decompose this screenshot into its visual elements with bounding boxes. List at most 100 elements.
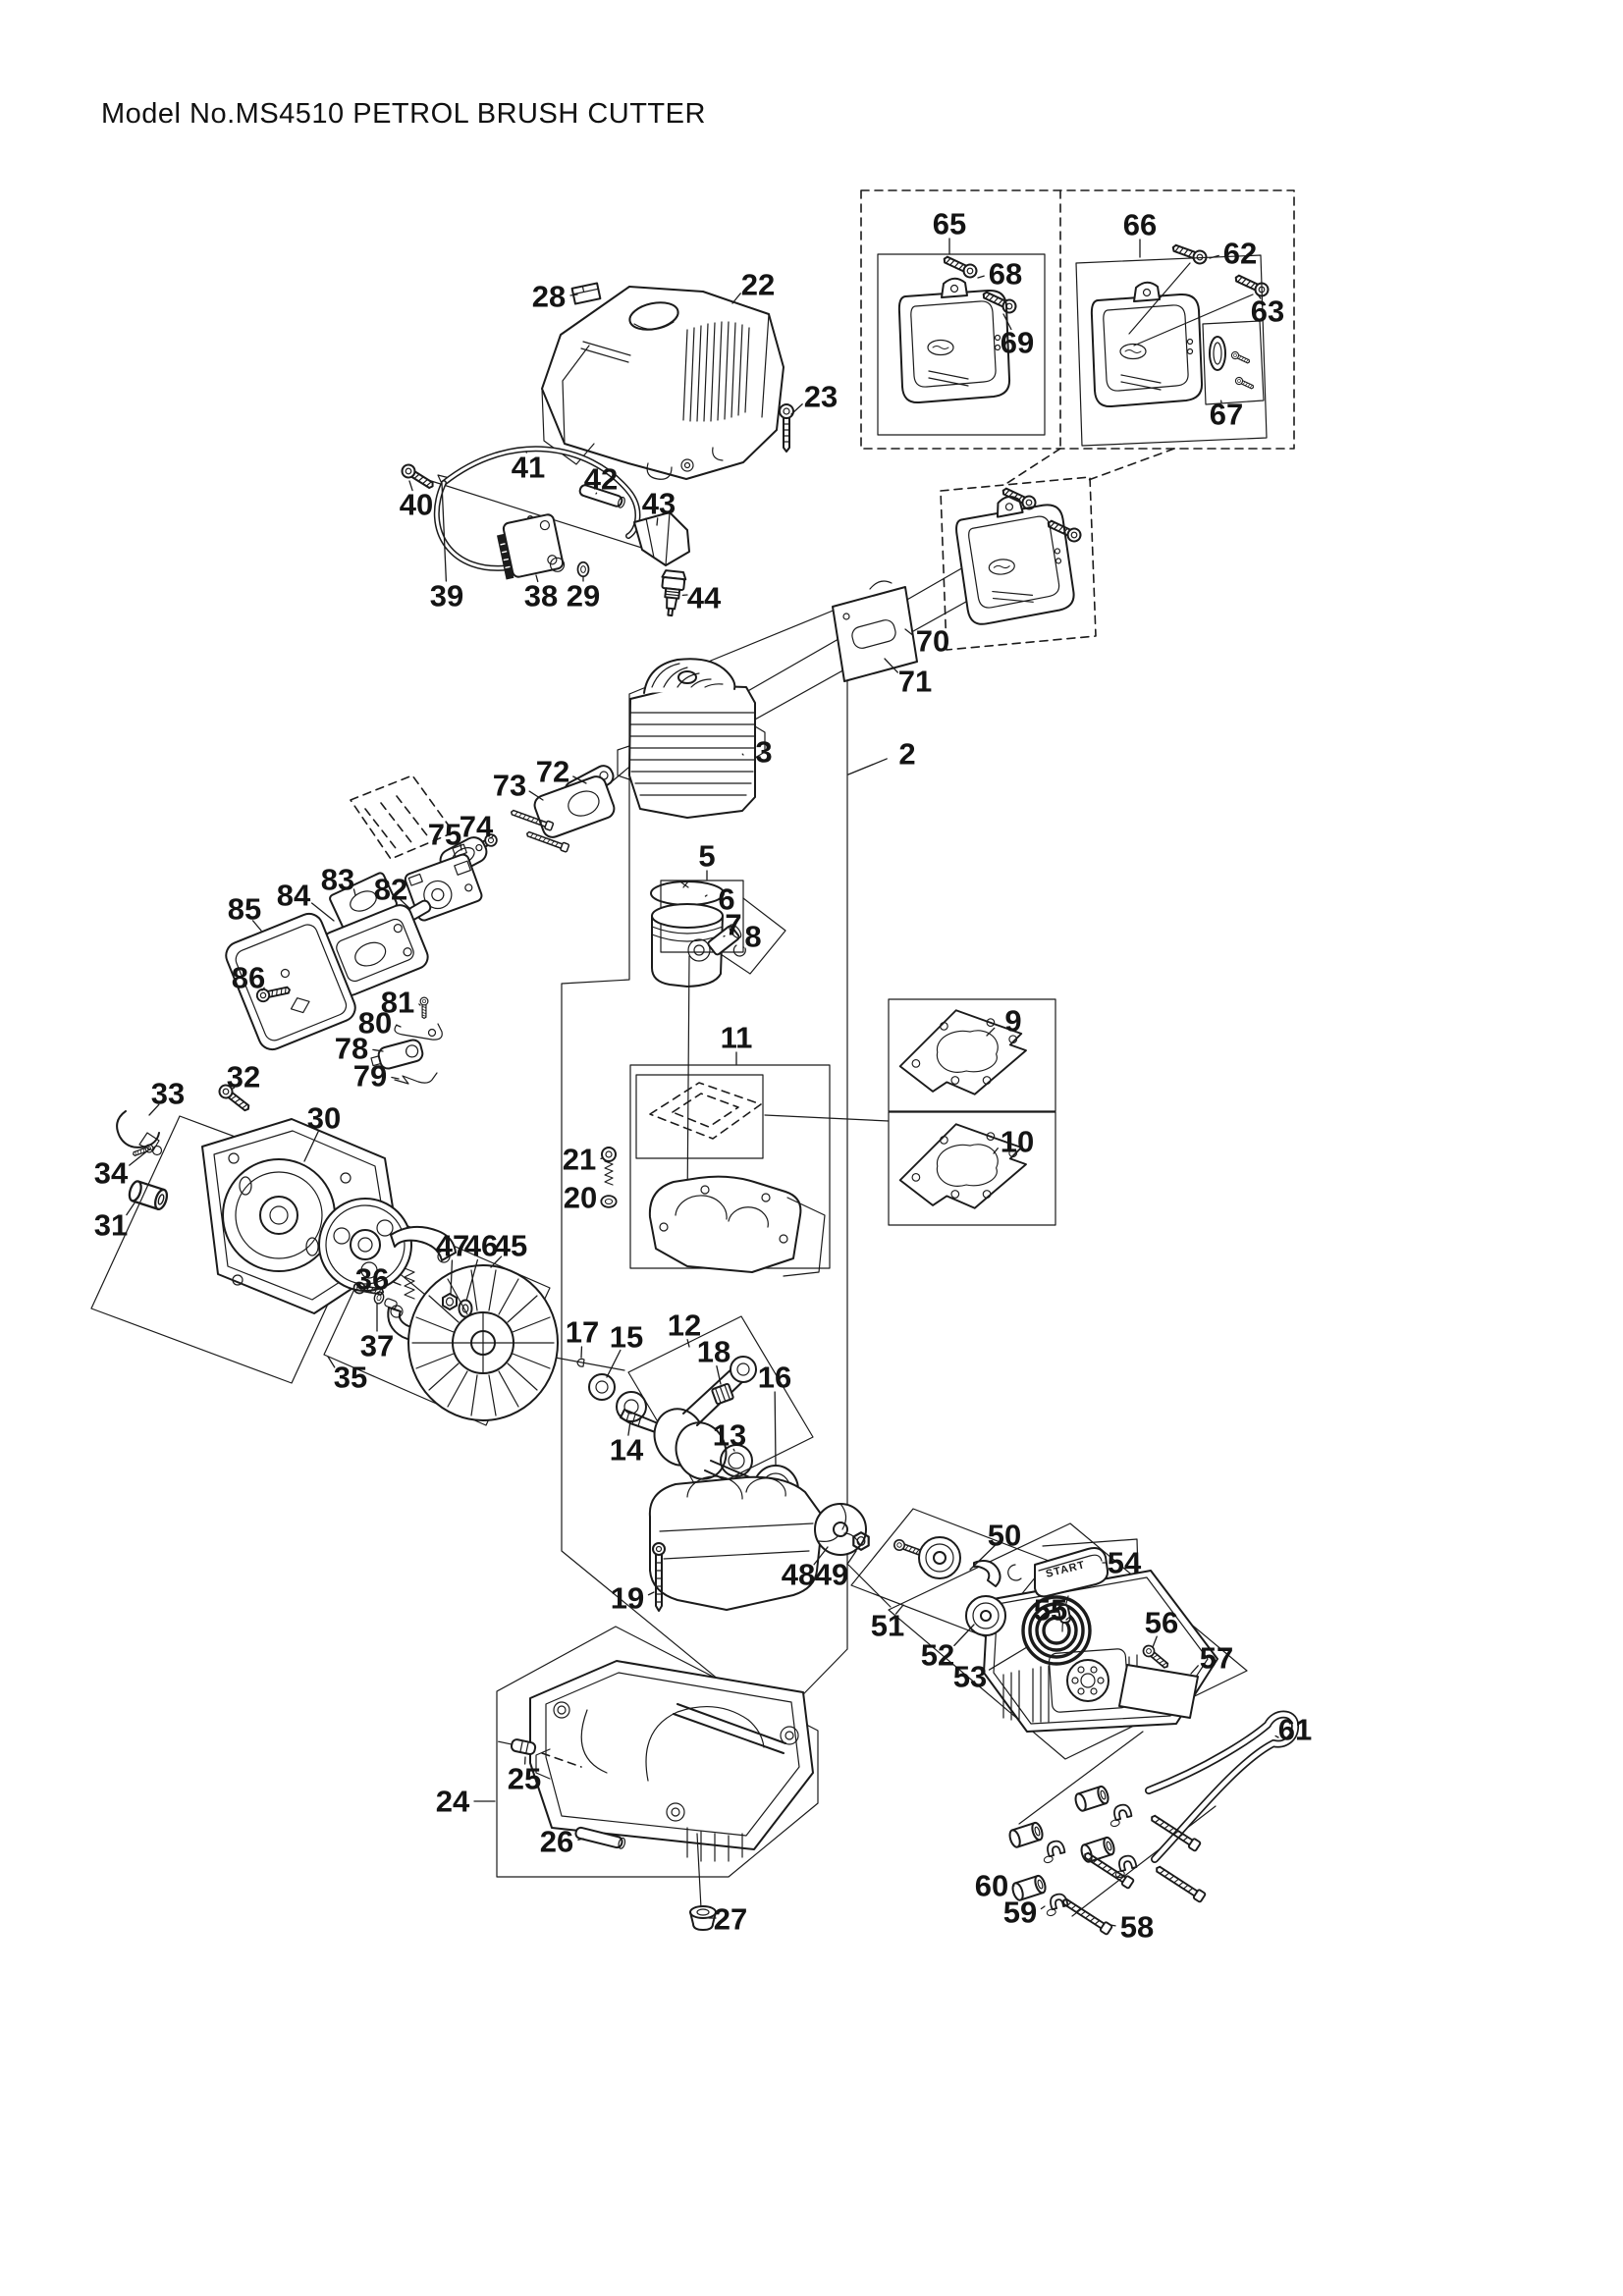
part-label-35: 35 <box>327 1356 367 1395</box>
part-label-69: 69 <box>1001 313 1034 360</box>
part-label-81: 81 <box>381 986 421 1020</box>
part-18-needle-bearing <box>711 1382 734 1406</box>
svg-text:32: 32 <box>227 1060 260 1095</box>
part-label-80: 80 <box>358 1006 402 1041</box>
part-84-air-cleaner-body <box>321 904 429 996</box>
part-85-air-cleaner-cover <box>225 912 356 1051</box>
part-label-45: 45 <box>490 1229 527 1268</box>
part-14-bearing <box>616 1391 647 1422</box>
svg-text:81: 81 <box>381 986 414 1020</box>
muffler-dashed-box <box>940 476 1097 651</box>
box-65 <box>877 253 1046 436</box>
svg-text:53: 53 <box>953 1660 987 1694</box>
part-label-26: 26 <box>540 1825 584 1859</box>
clutch-box-35 <box>323 1216 551 1426</box>
part-78-choke-lever <box>370 1039 424 1070</box>
part-6-piston-ring <box>650 881 725 906</box>
svg-text:66: 66 <box>1123 208 1157 242</box>
svg-text:67: 67 <box>1210 398 1243 432</box>
part-label-8: 8 <box>742 920 762 954</box>
part-label-79: 79 <box>353 1059 400 1094</box>
part-24-fuel-tank <box>529 1660 814 1909</box>
svg-text:17: 17 <box>566 1315 599 1350</box>
part-label-18: 18 <box>697 1335 730 1385</box>
part-25-fuel-filter <box>498 1738 582 1768</box>
part-label-22: 22 <box>731 268 775 304</box>
part-22-engine-cover <box>541 286 784 480</box>
gasket-box-10 <box>888 1111 1056 1226</box>
part-19-bolt <box>652 1542 666 1612</box>
part-label-30: 30 <box>303 1101 341 1162</box>
part-20-washer <box>600 1195 618 1208</box>
part-28-name-plate <box>570 282 602 305</box>
part-80-lever-plate <box>394 1023 443 1041</box>
svg-text:13: 13 <box>713 1418 746 1453</box>
svg-text:22: 22 <box>741 268 775 302</box>
part-label-31: 31 <box>94 1201 136 1243</box>
svg-text:6: 6 <box>718 882 734 917</box>
svg-text:61: 61 <box>1278 1713 1312 1747</box>
part-15-oil-seal <box>588 1373 616 1401</box>
part-label-60: 60 <box>975 1869 1015 1903</box>
svg-text:23: 23 <box>804 380 838 414</box>
svg-text:69: 69 <box>1001 326 1034 360</box>
part-label-11: 11 <box>721 1021 752 1065</box>
svg-text:82: 82 <box>374 873 407 907</box>
part-label-62: 62 <box>1209 237 1257 271</box>
part-label-10: 10 <box>993 1125 1034 1159</box>
part-label-23: 23 <box>790 380 838 415</box>
svg-text:75: 75 <box>428 818 461 852</box>
svg-text:14: 14 <box>610 1433 644 1468</box>
part-61-handle-bar <box>1145 1710 1299 1863</box>
piston-association-line <box>686 955 690 1212</box>
part-label-85: 85 <box>228 892 262 932</box>
part-label-83: 83 <box>321 863 356 897</box>
part-label-73: 73 <box>493 769 544 803</box>
carburetor-ghost-lines <box>350 774 455 860</box>
part-label-14: 14 <box>610 1420 644 1468</box>
part-51-ratchet-kit <box>892 1536 1022 1620</box>
svg-text:37: 37 <box>360 1329 394 1363</box>
part-57-label-plate <box>1118 1664 1199 1719</box>
part-52-rope-reel <box>965 1595 1006 1636</box>
svg-text:45: 45 <box>494 1229 527 1263</box>
part-53-rewind-spring <box>1021 1595 1092 1666</box>
svg-text:51: 51 <box>871 1609 904 1643</box>
part-73-insulator <box>509 775 616 853</box>
part-43-plug-cap <box>633 511 690 566</box>
part-label-34: 34 <box>94 1148 150 1191</box>
svg-text:49: 49 <box>815 1558 848 1592</box>
part-7-piston-pin <box>707 924 742 956</box>
part-label-2: 2 <box>847 737 916 775</box>
part-label-29: 29 <box>567 575 600 614</box>
part-17-woodruff-key <box>576 1358 585 1367</box>
part-label-25: 25 <box>508 1756 541 1796</box>
part-label-65: 65 <box>933 207 966 255</box>
part-79-spring-wire <box>394 1072 438 1085</box>
part-label-54: 54 <box>1102 1546 1142 1580</box>
svg-text:25: 25 <box>508 1762 541 1796</box>
svg-text:55: 55 <box>1034 1593 1067 1628</box>
part-44-spark-plug <box>661 569 687 617</box>
part-label-55: 55 <box>1034 1593 1070 1628</box>
part-3-cylinder <box>617 658 766 819</box>
svg-text:63: 63 <box>1251 294 1284 329</box>
svg-text:10: 10 <box>1001 1125 1034 1159</box>
svg-text:60: 60 <box>975 1869 1008 1903</box>
part-label-86: 86 <box>232 961 265 995</box>
svg-text:54: 54 <box>1108 1546 1142 1580</box>
svg-text:85: 85 <box>228 892 261 927</box>
part-label-40: 40 <box>400 480 433 522</box>
svg-text:62: 62 <box>1223 237 1257 271</box>
part-label-27: 27 <box>708 1902 747 1937</box>
part-36-spring <box>404 1267 415 1300</box>
ignition-association-line <box>427 479 649 551</box>
part-label-15: 15 <box>606 1320 643 1378</box>
svg-text:47: 47 <box>436 1229 469 1263</box>
part-62-screw <box>1128 240 1210 335</box>
part-label-66: 66 <box>1123 208 1157 258</box>
svg-text:65: 65 <box>933 207 966 241</box>
part-71-muffler-plate <box>832 580 918 682</box>
